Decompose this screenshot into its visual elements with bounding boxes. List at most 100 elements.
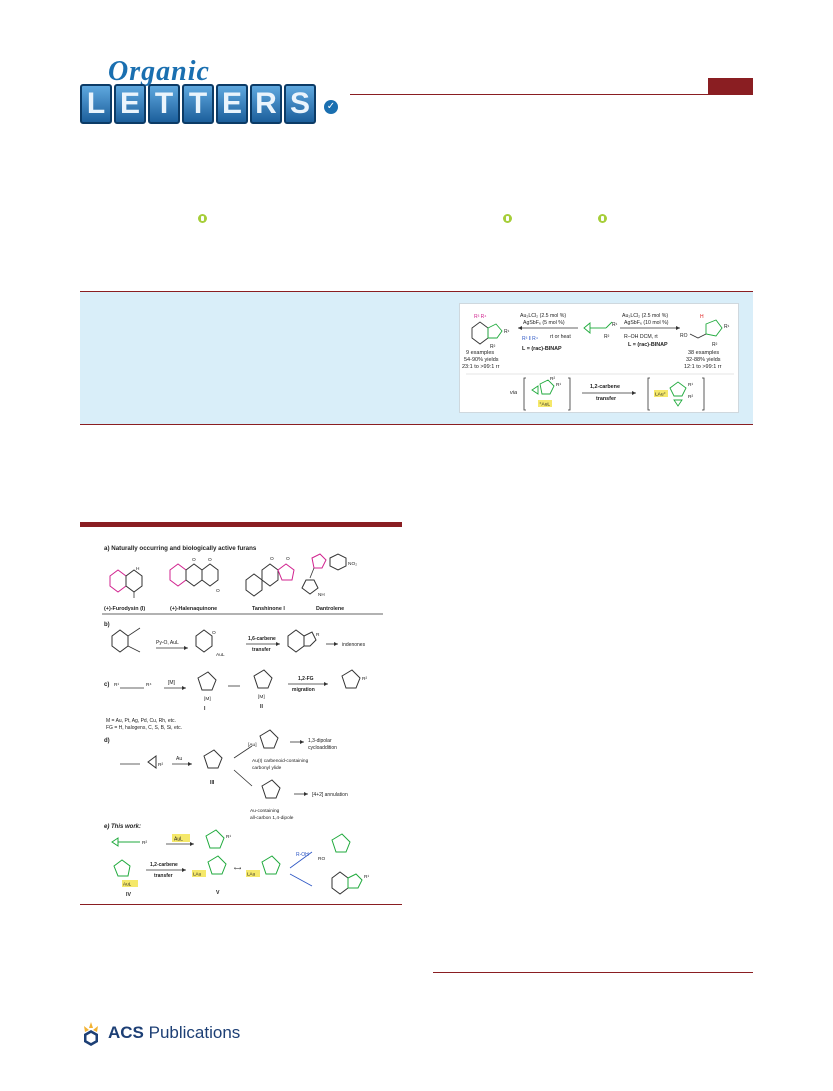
svg-text:RO: RO xyxy=(680,333,688,339)
d-species-1a: Au(I) carbenoid-containing xyxy=(252,758,309,764)
svg-text:R: R xyxy=(316,632,320,638)
svg-text:[M]: [M] xyxy=(204,696,211,702)
transfer-label-2: transfer xyxy=(596,396,617,402)
logo-tile: R xyxy=(250,84,282,124)
right-condition-3: R–OH DCM, rt xyxy=(624,334,658,340)
compound-label-2: (+)-Halenaquinone xyxy=(170,606,217,612)
dantrolene-structure: NO₂ NH xyxy=(301,553,357,597)
scheme-bottom-rule xyxy=(80,904,402,905)
e-intermediate-1: IV xyxy=(126,892,131,898)
logo-script: Organic xyxy=(108,56,210,87)
scheme-figure: a) Naturally occurring and biologically … xyxy=(100,540,385,900)
e-intermediate-2: V xyxy=(216,890,220,896)
svg-text:O: O xyxy=(212,630,216,636)
logo-tile: S xyxy=(284,84,316,124)
svg-text:LAu⁺: LAu⁺ xyxy=(655,392,667,398)
d-species-2b: all-carbon 1,4-dipole xyxy=(250,815,294,821)
left-condition-1: Au₂LCl₂ (2.5 mol %) xyxy=(520,313,566,319)
right-condition-2: AgSbF₆ (10 mol %) xyxy=(624,320,669,326)
e-label-1: 1,2-carbene xyxy=(150,862,178,868)
e-catalyst: AuL xyxy=(174,837,183,843)
d-intermediate: III xyxy=(210,780,215,786)
svg-text:AuL: AuL xyxy=(216,652,225,658)
b-reagent: Py-O, AuL xyxy=(156,640,179,646)
right-condition-1: Au₂LCl₂ (2.5 mol %) xyxy=(622,313,668,319)
d-path-1a: 1,3-dipolar xyxy=(308,738,332,744)
svg-text:H: H xyxy=(136,566,140,572)
header-rule xyxy=(350,94,753,95)
publications-word: Publications xyxy=(143,1023,241,1042)
svg-text:R¹: R¹ xyxy=(688,382,693,388)
right-product-structure: H RO R¹ R² xyxy=(680,314,730,348)
right-count: 38 examples xyxy=(688,350,719,356)
d-path-1b: cycloaddition xyxy=(308,745,337,751)
e-label-2: transfer xyxy=(154,873,173,879)
substrate-structure: R¹ R² xyxy=(583,321,618,340)
right-column-rule xyxy=(433,972,753,973)
c-label-1: 1,2-FG xyxy=(298,676,314,682)
svg-text:⁺AuL: ⁺AuL xyxy=(539,402,550,408)
b-product: indenones xyxy=(342,642,366,648)
orcid-icon[interactable] xyxy=(503,214,512,223)
svg-text:R¹: R¹ xyxy=(114,682,119,688)
svg-text:R²: R² xyxy=(550,376,555,382)
acs-hexagon-icon xyxy=(84,1022,98,1046)
svg-text:R¹: R¹ xyxy=(556,382,561,388)
c-note-1: M = Au, Pt, Ag, Pd, Cu, Rh, etc. xyxy=(106,718,176,724)
acs-publications-logo[interactable]: ACS Publications xyxy=(80,1018,240,1048)
c-intermediate-1: I xyxy=(204,706,206,712)
halenaquinone-structure: O O O xyxy=(169,557,220,594)
svg-text:NH: NH xyxy=(318,592,325,597)
svg-text:R²: R² xyxy=(142,840,147,846)
compound-label-4: Dantrolene xyxy=(316,606,344,612)
svg-text:R¹: R¹ xyxy=(724,324,730,330)
logo-letter-tiles: L E T T E R S xyxy=(80,84,316,124)
section-e-title: e) This work: xyxy=(104,824,141,830)
c-label-2: migration xyxy=(292,687,315,693)
toc-graphic: R³ R⁴ R¹ R² 9 examples 54-90% yields 23:… xyxy=(459,303,739,413)
furodysin-structure: H xyxy=(109,566,143,598)
svg-text:RO: RO xyxy=(318,856,325,862)
svg-text:R¹: R¹ xyxy=(226,834,231,840)
c-reagent: [M] xyxy=(168,680,176,686)
right-yield: 32-88% yields xyxy=(686,357,721,363)
svg-text:R²: R² xyxy=(604,334,610,340)
svg-text:R¹: R¹ xyxy=(612,322,618,328)
right-rr: 12:1 to >99:1 rr xyxy=(684,364,722,370)
d-path-2: [4+2] annulation xyxy=(312,792,348,798)
right-ligand: L = (rac)-BINAP xyxy=(628,342,668,348)
header-tab xyxy=(708,78,753,94)
d-reagent: Au xyxy=(176,756,182,762)
svg-text:R²: R² xyxy=(362,676,367,682)
logo-tile: L xyxy=(80,84,112,124)
section-b-title: b) xyxy=(104,622,110,628)
intermediate-right-structure: LAu⁺ R¹ R² xyxy=(654,381,693,407)
svg-text:R⁴: R⁴ xyxy=(146,682,152,688)
svg-text:LAu: LAu xyxy=(247,872,256,877)
svg-text:[M]: [M] xyxy=(258,694,265,700)
d-species-1b: carbonyl ylide xyxy=(252,765,282,771)
svg-text:R²: R² xyxy=(490,344,496,350)
section-d-title: d) xyxy=(104,738,110,744)
acs-bold: ACS xyxy=(108,1023,144,1042)
svg-text:O: O xyxy=(192,557,196,563)
left-yield: 54-90% yields xyxy=(464,357,499,363)
svg-text:R³ R⁴: R³ R⁴ xyxy=(474,314,486,320)
orcid-icon[interactable] xyxy=(598,214,607,223)
svg-text:O: O xyxy=(216,588,220,594)
left-condition-2: AgSbF₆ (5 mol %) xyxy=(523,320,565,326)
left-product-structure: R³ R⁴ R¹ R² xyxy=(471,314,510,350)
svg-text:LAu: LAu xyxy=(193,872,202,877)
orcid-icon[interactable] xyxy=(198,214,207,223)
tanshinone-structure: O O xyxy=(245,556,295,597)
svg-text:R²: R² xyxy=(712,342,718,348)
c-intermediate-2: II xyxy=(260,704,263,710)
left-condition-3: rt or heat xyxy=(550,334,571,340)
e-reagent: R-OH xyxy=(296,852,309,858)
section-c-title: c) xyxy=(104,682,109,688)
left-ligand: L = (rac)-BINAP xyxy=(522,346,562,352)
svg-text:R²: R² xyxy=(158,762,163,768)
compound-label-3: Tanshinone I xyxy=(252,606,285,612)
transfer-label-1: 1,2-carbene xyxy=(590,384,620,390)
d-species-2a: Au-containing xyxy=(250,808,280,814)
